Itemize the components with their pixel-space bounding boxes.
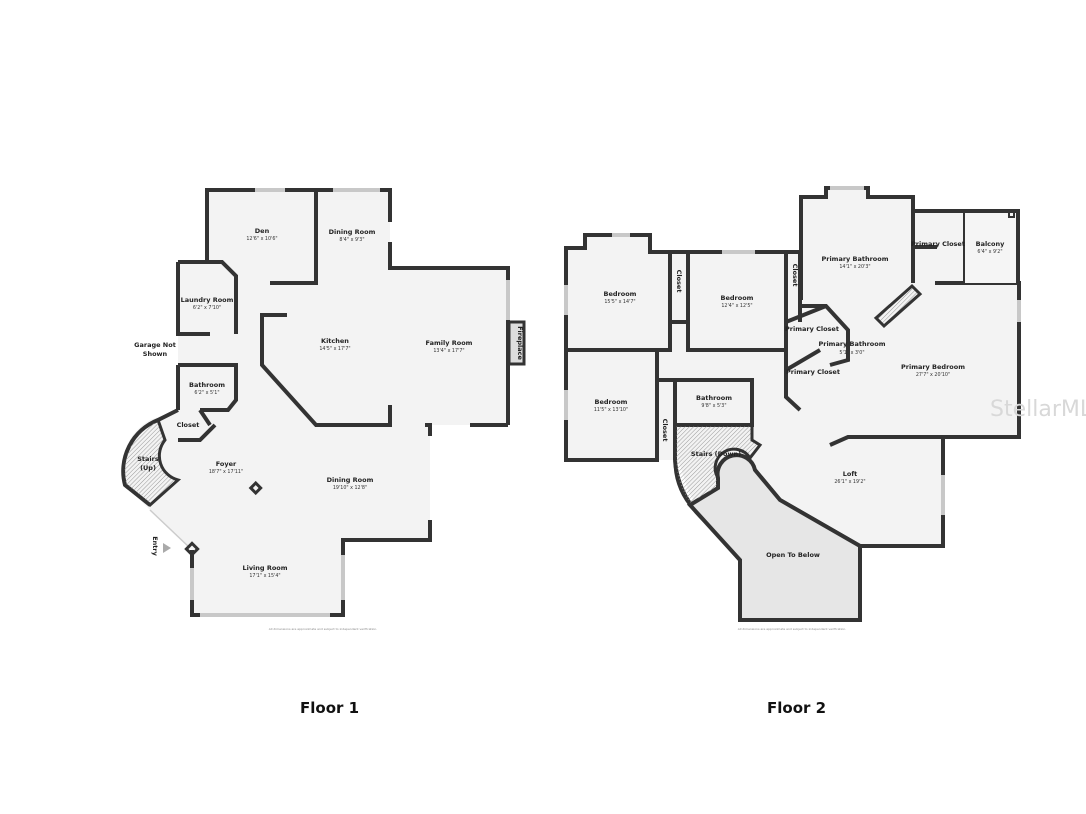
balcony-tile	[965, 211, 1018, 283]
floor-2-plan	[564, 186, 1021, 622]
room-name: Closet	[675, 270, 683, 293]
floor-1-plan	[121, 188, 526, 617]
room-dims: 6'2" x 5'1"	[194, 390, 219, 396]
room-dims: 17'1" x 15'4"	[249, 573, 280, 579]
room-name: Primary Bathroom	[818, 340, 885, 348]
room-name: Dining Room	[329, 228, 376, 236]
garage-note: Garage Not	[134, 341, 176, 349]
room-dims: 26'1" x 19'2"	[834, 479, 865, 485]
room-name: Foyer	[216, 460, 237, 468]
fireplace	[507, 320, 526, 366]
room-dims: 27'7" x 20'10"	[916, 372, 950, 378]
room-name: Fireplace	[516, 326, 524, 360]
room-dims: 12'6" x 10'6"	[246, 236, 277, 242]
room-name: Closet	[791, 264, 799, 287]
room-name: Bathroom	[189, 381, 225, 389]
room-dims: 14'1" x 20'3"	[839, 264, 870, 270]
entry-label: Entry	[151, 536, 159, 556]
room-name: Primary Closet	[786, 368, 840, 376]
disclaimer: All dimensions are approximate and subje…	[738, 627, 847, 631]
room-dims: 19'10" x 12'8"	[333, 485, 367, 491]
room-name: Bedroom	[604, 290, 637, 298]
room-name: Living Room	[242, 564, 287, 572]
room-dims: 9'8" x 5'3"	[701, 403, 726, 409]
column-icon	[184, 541, 200, 557]
floor-2-caption: Floor 2	[767, 699, 827, 717]
room-name: Dining Room	[327, 476, 374, 484]
column-icon	[248, 480, 263, 496]
floor-1-labels: Den 12'6" x 10'6" Dining Room 8'4" x 9'3…	[134, 227, 524, 631]
room-dims: 15'5" x 14'7"	[604, 299, 635, 305]
room-dims: 6'2" x 7'10"	[193, 305, 221, 311]
room-name: Primary Closet	[911, 240, 965, 248]
room-dims: 11'5" x 13'10"	[594, 407, 628, 413]
room-dims: 8'4" x 9'3"	[339, 237, 364, 243]
room-name: Open To Below	[766, 551, 820, 559]
room-name: Primary Bathroom	[821, 255, 888, 263]
room-name: Balcony	[976, 240, 1006, 248]
room-name: Bedroom	[595, 398, 628, 406]
room-name: Closet	[177, 421, 200, 429]
room-name: Closet	[661, 419, 669, 442]
room-name: Stairs	[137, 455, 159, 463]
room-name: Bedroom	[721, 294, 754, 302]
room-dims: 5'1" x 3'0"	[839, 350, 864, 356]
floor-1-caption: Floor 1	[300, 699, 360, 717]
room-name: Den	[255, 227, 270, 235]
room-name: Primary Closet	[785, 325, 839, 333]
room-dims: 12'4" x 12'5"	[721, 303, 752, 309]
floor-2-labels: Bedroom 15'5" x 14'7" Closet Bedroom 12'…	[594, 240, 1086, 631]
room-name: Kitchen	[321, 337, 349, 345]
room-name: Family Room	[426, 339, 473, 347]
room-name: Bathroom	[696, 394, 732, 402]
room-dims: (Up)	[140, 464, 156, 472]
room-name: Loft	[843, 470, 858, 478]
garage-note: Shown	[143, 350, 168, 358]
room-dims: 14'5" x 17'7"	[319, 346, 350, 352]
room-name: Stairs (Down)	[691, 450, 741, 458]
room-dims: 13'4" x 17'7"	[433, 348, 464, 354]
room-dims: 18'7" x 17'11"	[209, 469, 243, 475]
watermark: StellarMLS	[990, 397, 1086, 422]
entry-arrow-icon	[163, 543, 171, 553]
disclaimer: All dimensions are approximate and subje…	[269, 627, 378, 631]
room-name: Primary Bedroom	[901, 363, 965, 371]
room-dims: 6'4" x 9'2"	[977, 249, 1002, 255]
room-name: Laundry Room	[181, 296, 234, 304]
